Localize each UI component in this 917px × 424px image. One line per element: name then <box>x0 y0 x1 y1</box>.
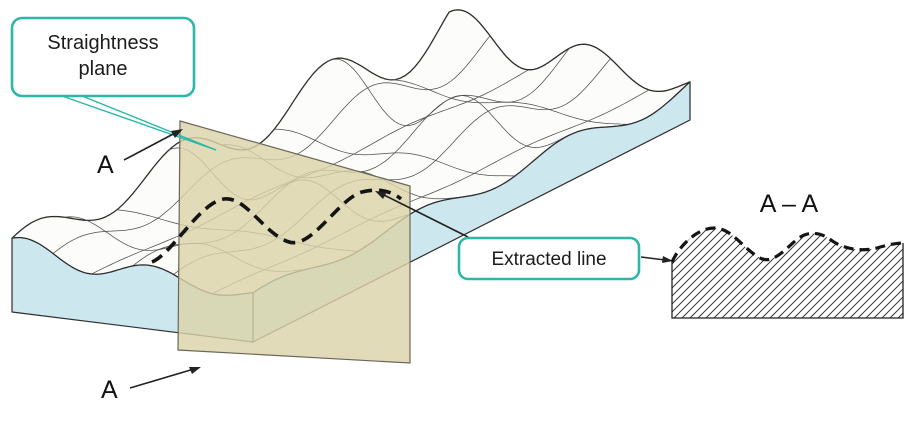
section-view: A – A <box>670 190 904 319</box>
arrow-a-top-head <box>171 129 183 138</box>
straightness-callout-box <box>10 16 196 98</box>
arrow-a-top <box>123 131 178 161</box>
extracted-arrow-to-section <box>640 256 666 261</box>
arrow-a-bottom <box>129 368 195 389</box>
section-hatch-area <box>672 228 903 318</box>
extracted-arrow-to-line <box>383 194 469 238</box>
straightness-callout-label-line2: plane <box>79 58 128 80</box>
arrow-a-bottom-head <box>189 367 201 374</box>
surface-mesh-line <box>273 128 516 177</box>
section-view-label: A – A <box>760 190 819 218</box>
section-mark-top: A <box>97 129 183 179</box>
surface-mesh-line <box>387 79 630 125</box>
extracted-callout: Extracted line <box>375 191 673 281</box>
section-mark-bottom: A <box>101 367 201 404</box>
extracted-line <box>151 188 403 264</box>
callout-tail-line <box>61 95 217 151</box>
section-label-a-bottom: A <box>101 376 118 404</box>
straightness-callout: Straightness plane <box>10 16 217 151</box>
extracted-callout-box <box>457 236 641 281</box>
section-profile-dashed <box>670 226 904 263</box>
extracted-callout-label: Extracted line <box>491 249 606 270</box>
surface-mesh-line <box>326 58 568 148</box>
straightness-callout-label-line1: Straightness <box>47 32 158 54</box>
section-outline <box>671 243 904 319</box>
extracted-arrow-to-line-head <box>375 191 387 199</box>
section-label-a-top: A <box>97 151 114 179</box>
extracted-arrow-to-section-head <box>662 256 673 263</box>
callout-tail-line <box>81 95 217 151</box>
